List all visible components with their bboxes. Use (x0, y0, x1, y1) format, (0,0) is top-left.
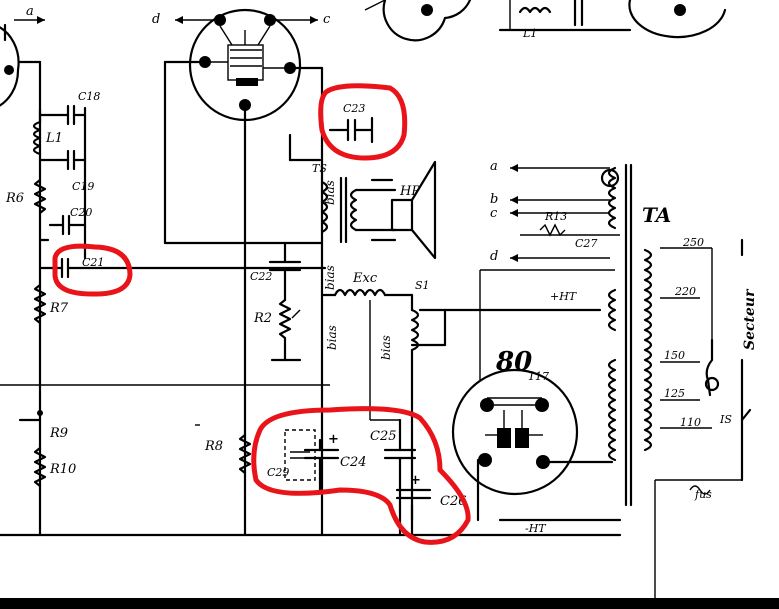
label-c23: C23 (343, 102, 365, 115)
label-hp: HP (399, 184, 420, 199)
label-b-right: b (490, 192, 498, 207)
top-right-fragments: L1 (364, 0, 727, 42)
label-r2: R2 (253, 311, 272, 326)
label-fus: fus (694, 488, 712, 501)
label-plus-2: + (410, 473, 421, 488)
label-minus-ht: -HT (525, 522, 547, 535)
label-s1: S1 (415, 279, 430, 292)
label-r6: R6 (5, 191, 24, 206)
label-secteur: Secteur (742, 288, 758, 350)
red-annotations (52, 83, 471, 545)
output-tube: d c (152, 8, 331, 537)
r8: R8 (195, 424, 252, 475)
label-c27: C27 (575, 237, 597, 250)
speaker-section: C23 TS HP bias bias bias bias (288, 102, 437, 360)
label-c20: C20 (70, 206, 92, 219)
label-ts: TS (312, 162, 327, 175)
label-plus-1: + (328, 432, 339, 447)
label-exc: Exc (352, 271, 378, 286)
label-v150: 150 (664, 349, 685, 362)
label-bias-top: bias (323, 180, 337, 205)
label-r8: R8 (204, 439, 223, 454)
c22-r2: C22 R2 (250, 241, 302, 362)
label-d-top: d (152, 12, 160, 27)
label-r9: R9 (49, 426, 68, 441)
label-filter: bias (325, 325, 339, 350)
label-c25: C25 (370, 429, 397, 444)
label-v110: 110 (680, 416, 701, 429)
label-c-top: c (323, 12, 331, 27)
rectifier-tube-80: 80 117 (451, 347, 614, 522)
label-c29: C29 (267, 466, 289, 479)
label-v125: 125 (664, 387, 685, 400)
label-plus-ht: +HT (550, 290, 578, 303)
label-c21: C21 (82, 256, 104, 269)
label-a-right: a (490, 159, 498, 174)
label-c18: C18 (78, 90, 100, 103)
label-c24: C24 (340, 455, 367, 470)
transformer-ta: TA -HT 250 220 150 125 110 Secteur IS fu… (479, 163, 758, 609)
label-l1: L1 (45, 131, 63, 146)
label-bias-mid: bias (323, 265, 337, 290)
label-c-right: c (490, 206, 498, 221)
right-connectors: a b c R13 C27 d (490, 159, 620, 264)
label-c19: C19 (72, 180, 94, 193)
highlight-c21 (52, 243, 133, 297)
label-d-right: d (490, 249, 498, 264)
label-r7: R7 (49, 301, 69, 316)
highlight-c24-c26 (251, 406, 471, 545)
filter-section: Exc S1 +HT + C24 C29 C25 + (267, 271, 602, 537)
label-a-top: a (26, 4, 34, 19)
label-r10: R10 (49, 462, 76, 477)
label-ht: bias (379, 335, 393, 360)
label-is: IS (719, 413, 732, 426)
label-r13: R13 (544, 210, 567, 223)
label-v250: 250 (682, 236, 704, 249)
label-c22: C22 (250, 270, 272, 283)
highlight-c23 (318, 83, 408, 161)
label-ta: TA (642, 203, 671, 227)
label-v220: 220 (674, 285, 696, 298)
left-section: a R6 L1 C18 C19 C20 (0, 4, 622, 537)
